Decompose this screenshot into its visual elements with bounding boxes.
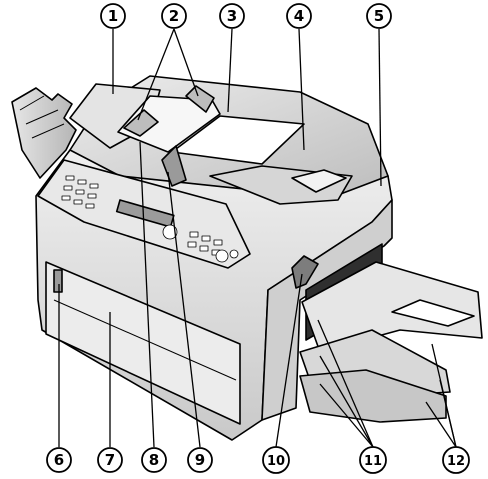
callout-10: 10 bbox=[262, 446, 290, 474]
callout-6: 6 bbox=[46, 447, 72, 473]
panel-keys bbox=[61, 175, 239, 263]
leader-lines bbox=[58, 28, 457, 448]
svg-text:1: 1 bbox=[108, 7, 118, 25]
callout-12: 12 bbox=[442, 446, 470, 474]
svg-text:11: 11 bbox=[364, 454, 382, 469]
svg-text:12: 12 bbox=[447, 454, 465, 469]
fax-machine-body bbox=[11, 75, 483, 441]
callout-1: 1 bbox=[100, 3, 126, 29]
jammed-paper-release bbox=[291, 255, 319, 289]
callout-5: 5 bbox=[366, 3, 392, 29]
svg-text:7: 7 bbox=[105, 451, 115, 469]
svg-text:9: 9 bbox=[195, 451, 205, 469]
svg-text:2: 2 bbox=[169, 7, 179, 25]
document-tray bbox=[171, 115, 305, 165]
svg-text:8: 8 bbox=[149, 451, 159, 469]
svg-text:3: 3 bbox=[227, 7, 237, 25]
svg-text:10: 10 bbox=[267, 454, 285, 469]
svg-text:4: 4 bbox=[294, 7, 304, 25]
front-cover-release bbox=[53, 269, 63, 293]
callout-11: 11 bbox=[359, 446, 387, 474]
callout-labels: 1 2 3 4 5 6 7 8 9 10 11 12 bbox=[46, 3, 470, 474]
paper-cassette bbox=[45, 261, 241, 425]
callout-9: 9 bbox=[187, 447, 213, 473]
output-tray-lower bbox=[299, 369, 447, 423]
callout-7: 7 bbox=[97, 447, 123, 473]
svg-text:5: 5 bbox=[374, 7, 384, 25]
right-side-panel bbox=[261, 199, 393, 421]
callout-2: 2 bbox=[161, 3, 187, 29]
svg-text:6: 6 bbox=[54, 451, 64, 469]
callout-8: 8 bbox=[141, 447, 167, 473]
callout-4: 4 bbox=[286, 3, 312, 29]
callout-3: 3 bbox=[219, 3, 245, 29]
